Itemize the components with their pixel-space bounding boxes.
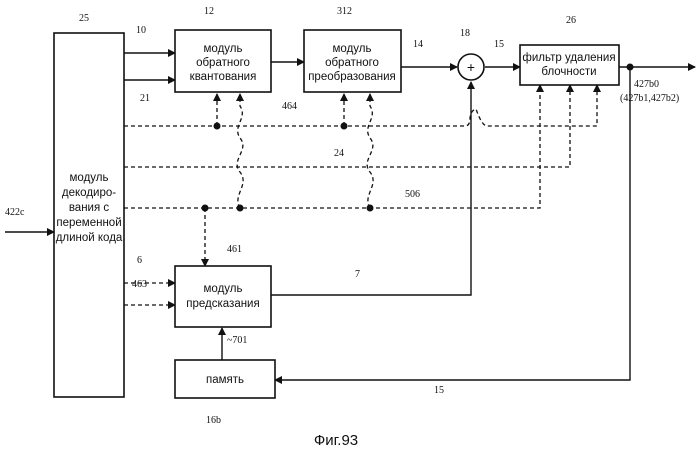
ref-18: 18 — [460, 28, 470, 39]
iq-label-3: квантования — [190, 71, 257, 83]
ref-26: 26 — [566, 15, 576, 26]
vld-label-3: вания с — [69, 202, 110, 214]
ref-506: 506 — [405, 189, 420, 200]
ref-15-top: 15 — [494, 39, 504, 50]
ref-464: 464 — [282, 101, 297, 112]
adder-symbol: + — [467, 59, 475, 75]
ref-312: 312 — [337, 6, 352, 17]
ref-427b1-427b2: (427b1,427b2) — [620, 93, 679, 104]
adder: + — [458, 54, 484, 80]
vld-label-1: модуль — [70, 172, 109, 184]
pred-label-1: модуль — [204, 283, 243, 295]
junction-dot — [237, 205, 244, 212]
junction-dot — [341, 123, 348, 130]
ref-16b: 16b — [206, 415, 221, 426]
ref-15-bottom: 15 — [434, 385, 444, 396]
junction-dot — [214, 123, 221, 130]
memory-block: память — [175, 360, 275, 398]
it-label-2: обратного — [325, 57, 379, 69]
vld-label-2: декодиро- — [62, 187, 116, 199]
ref-463: 463 — [132, 279, 147, 290]
pred-label-2: предсказания — [186, 298, 259, 310]
iq-label-1: модуль — [204, 43, 243, 55]
prediction-block: модуль предсказания — [175, 266, 271, 327]
deblocking-filter-block: фильтр удаления блочности — [520, 45, 619, 85]
ref-701: ~701 — [227, 335, 247, 346]
mem-label: память — [206, 374, 244, 386]
junction-dot — [202, 205, 209, 212]
vld-label-4: переменной — [56, 217, 121, 229]
ref-6: 6 — [137, 255, 142, 266]
ref-427b0: 427b0 — [634, 79, 659, 90]
junction-dot — [627, 64, 634, 71]
deblock-label-2: блочности — [541, 66, 596, 78]
ref-25: 25 — [79, 13, 89, 24]
it-label-3: преобразования — [308, 71, 396, 83]
inverse-quantization-block: модуль обратного квантования — [175, 30, 271, 92]
ref-21: 21 — [140, 93, 150, 104]
figure-caption: Фиг.93 — [314, 432, 358, 449]
junction-dot — [367, 205, 374, 212]
iq-label-2: обратного — [196, 57, 250, 69]
ref-461: 461 — [227, 244, 242, 255]
ref-422c: 422c — [5, 207, 25, 218]
vld-block: модуль декодиро- вания с переменной длин… — [54, 33, 124, 397]
ref-7: 7 — [355, 269, 360, 280]
ref-14: 14 — [413, 39, 423, 50]
inverse-transform-block: модуль обратного преобразования — [304, 30, 401, 92]
ref-12: 12 — [204, 6, 214, 17]
ref-10: 10 — [136, 25, 146, 36]
vld-label-5: длиной кода — [56, 232, 123, 244]
it-label-1: модуль — [333, 43, 372, 55]
ref-24: 24 — [334, 148, 344, 159]
deblock-label-1: фильтр удаления — [522, 52, 615, 64]
